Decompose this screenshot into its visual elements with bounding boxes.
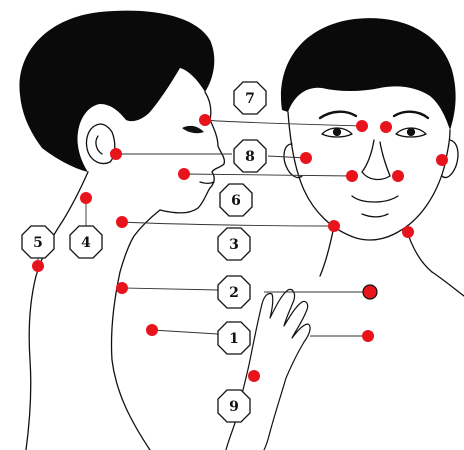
point-collarbone [363, 285, 377, 299]
profile-back [26, 172, 88, 450]
point-temple-profile [199, 114, 211, 126]
frontal-face-outline [288, 112, 450, 240]
frontal-chin [362, 214, 388, 217]
frontal-brow-right [394, 112, 428, 118]
marker-label-4: 4 [81, 235, 91, 251]
line-7 [205, 120, 360, 126]
point-jaw-left [328, 220, 340, 232]
marker-label-3: 3 [229, 237, 239, 253]
marker-6: 6 [220, 184, 252, 216]
frontal-hair [281, 18, 456, 130]
marker-label-5: 5 [33, 235, 43, 251]
point-nose-right [392, 170, 404, 182]
point-ear-profile [110, 148, 122, 160]
profile-hair [19, 11, 214, 172]
marker-1: 1 [218, 322, 250, 354]
marker-label-7: 7 [245, 91, 255, 107]
point-cheek-profile [178, 168, 190, 180]
profile-mouth [200, 182, 214, 184]
point-eye-inner-left [356, 120, 368, 132]
marker-5: 5 [22, 226, 54, 258]
hand [226, 289, 310, 450]
point-nape-4 [80, 192, 92, 204]
point-eye-inner-right [380, 121, 392, 133]
line-3 [122, 222, 334, 226]
line-1-left [152, 330, 218, 334]
profile-face-outline [160, 92, 224, 213]
point-chest-profile [146, 324, 158, 336]
marker-label-1: 1 [229, 331, 239, 347]
profile-eye [182, 126, 204, 133]
point-jaw-right [402, 226, 414, 238]
point-temple-front [300, 152, 312, 164]
marker-2: 2 [218, 276, 250, 308]
marker-label-2: 2 [229, 285, 239, 301]
marker-9: 9 [218, 390, 250, 422]
marker-8: 8 [234, 140, 266, 172]
frontal-mouth [352, 196, 398, 202]
frontal-neck-left [320, 226, 334, 276]
point-jaw-profile [116, 216, 128, 228]
line-2-left [122, 288, 218, 290]
line-6 [184, 174, 352, 176]
profile-ear-inner [96, 136, 102, 154]
point-back-5 [32, 260, 44, 272]
hand-arm-right [264, 432, 270, 450]
marker-label-8: 8 [245, 149, 255, 165]
point-wrist-9 [248, 370, 260, 382]
frontal-nose [362, 140, 390, 179]
frontal-pupil-left [334, 129, 341, 136]
frontal-brow-left [320, 112, 356, 118]
point-upper-chest [362, 330, 374, 342]
marker-7: 7 [234, 82, 266, 114]
marker-label-9: 9 [229, 399, 239, 415]
frontal-pupil-right [408, 129, 415, 136]
point-neck-profile [116, 282, 128, 294]
marker-label-6: 6 [231, 193, 241, 209]
marker-4: 4 [70, 226, 102, 258]
point-nose-left [346, 170, 358, 182]
point-ear-front [436, 154, 448, 166]
profile-ear [87, 124, 115, 164]
marker-3: 3 [218, 228, 250, 260]
frontal-ear-left [284, 144, 302, 178]
profile-chest [111, 272, 150, 450]
hand-arm [226, 420, 236, 450]
frontal-shoulder [432, 272, 464, 296]
